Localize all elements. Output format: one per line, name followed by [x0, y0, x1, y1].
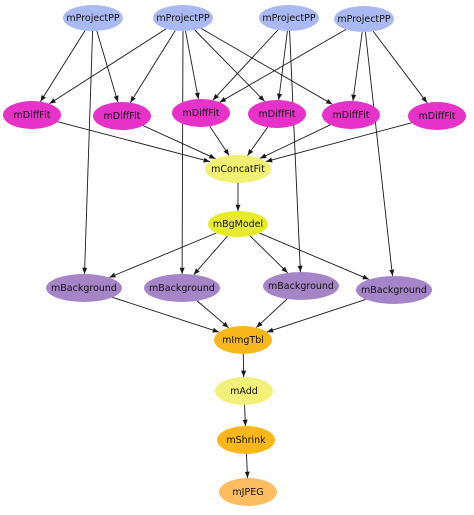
node-ellipse: [205, 155, 271, 183]
edge-p2-to-d5: [200, 28, 333, 105]
edge-p2-to-d1: [49, 28, 167, 105]
node-ellipse: [214, 326, 272, 354]
edge-p4-to-b4: [364, 31, 395, 277]
node-mshrink-sh: mShrink: [217, 426, 275, 454]
edge-p2-to-b2: [179, 30, 185, 275]
node-label: mDiffFit: [104, 111, 141, 122]
node-label: mBackground: [361, 285, 427, 296]
edge-ad-to-sh: [242, 404, 248, 427]
node-mbackground-b2: mBackground: [144, 274, 220, 302]
edge-p1-to-b1: [82, 30, 94, 275]
node-label: mConcatFit: [211, 164, 265, 175]
node-ellipse: [248, 100, 306, 128]
edge-d5-to-cf: [259, 124, 331, 159]
edge-d6-to-cf: [265, 122, 412, 163]
node-label: mProjectPP: [262, 13, 315, 24]
edge-d2-to-cf: [142, 125, 216, 160]
edge-sh-to-jp: [244, 453, 250, 479]
node-mdifffit-d5: mDiffFit: [322, 101, 380, 129]
node-label: mBgModel: [213, 219, 263, 230]
node-mdifffit-d6: mDiffFit: [408, 102, 466, 130]
node-ellipse: [46, 274, 122, 302]
node-ellipse: [322, 101, 380, 129]
node-label: mImgTbl: [222, 335, 264, 346]
node-label: mProjectPP: [156, 13, 209, 24]
edge-p2-to-d2: [129, 30, 176, 103]
node-mprojectpp-p2: mProjectPP: [153, 5, 213, 31]
node-mdifffit-d2: mDiffFit: [93, 102, 151, 130]
node-mimgtbl-it: mImgTbl: [214, 326, 272, 354]
node-ellipse: [356, 276, 432, 304]
node-label: mAdd: [230, 386, 258, 397]
node-label: mBackground: [51, 283, 117, 294]
edge-p4-to-d6: [372, 31, 428, 104]
node-ellipse: [217, 426, 275, 454]
edges-layer: [40, 28, 428, 479]
node-ellipse: [408, 102, 466, 130]
edge-b4-to-it: [266, 298, 366, 333]
node-label: mBackground: [268, 281, 334, 292]
node-ellipse: [63, 5, 123, 31]
node-label: mBackground: [149, 283, 215, 294]
node-mbackground-b1: mBackground: [46, 274, 122, 302]
node-ellipse: [208, 211, 268, 237]
node-ellipse: [215, 377, 273, 405]
node-mbackground-b4: mBackground: [356, 276, 432, 304]
node-mdifffit-d1: mDiffFit: [3, 101, 61, 129]
node-label: mProjectPP: [337, 14, 390, 25]
node-mprojectpp-p4: mProjectPP: [334, 6, 394, 32]
node-madd-ad: mAdd: [215, 377, 273, 405]
node-ellipse: [3, 101, 61, 129]
node-mbackground-b3: mBackground: [263, 272, 339, 300]
node-label: mDiffFit: [259, 109, 296, 120]
node-mbgmodel-bg: mBgModel: [208, 211, 268, 237]
node-label: mDiffFit: [419, 111, 456, 122]
node-label: mDiffFit: [14, 110, 51, 121]
node-ellipse: [334, 6, 394, 32]
node-ellipse: [153, 5, 213, 31]
node-ellipse: [93, 102, 151, 130]
node-ellipse: [259, 5, 319, 31]
node-mprojectpp-p3: mProjectPP: [259, 5, 319, 31]
nodes-layer: mProjectPP mProjectPP mProjectPP mProjectPP…: [3, 5, 466, 506]
node-ellipse: [172, 99, 230, 127]
edge-bg-to-b2: [193, 235, 228, 275]
node-label: mShrink: [226, 435, 266, 446]
edge-d4-to-cf: [247, 126, 268, 156]
edge-bg-to-b1: [109, 232, 217, 278]
edge-p4-to-d5: [351, 31, 363, 102]
edge-p2-to-d4: [194, 29, 265, 102]
node-mprojectpp-p1: mProjectPP: [63, 5, 123, 31]
node-ellipse: [263, 272, 339, 300]
node-mconcatfit-cf: mConcatFit: [205, 155, 271, 183]
edge-d1-to-cf: [57, 121, 211, 163]
node-label: mDiffFit: [183, 108, 220, 119]
edge-b3-to-it: [255, 298, 288, 328]
edge-p4-to-d3: [219, 29, 347, 103]
node-label: mDiffFit: [333, 110, 370, 121]
edge-bg-to-b4: [259, 232, 370, 280]
node-mdifffit-d3: mDiffFit: [172, 99, 230, 127]
node-ellipse: [219, 478, 277, 506]
edge-bg-to-b3: [249, 235, 289, 274]
edge-p3-to-b3: [289, 30, 303, 273]
edge-b2-to-it: [196, 300, 229, 329]
node-label: mProjectPP: [66, 13, 119, 24]
edge-p1-to-d1: [40, 30, 86, 102]
edge-d3-to-cf: [209, 126, 230, 156]
node-label: mJPEG: [232, 487, 263, 498]
edge-p3-to-d3: [212, 29, 279, 101]
node-ellipse: [144, 274, 220, 302]
node-mdifffit-d4: mDiffFit: [248, 100, 306, 128]
edge-b1-to-it: [112, 296, 220, 333]
edge-p2-to-d3: [185, 30, 200, 100]
node-mjpeg-jp: mJPEG: [219, 478, 277, 506]
